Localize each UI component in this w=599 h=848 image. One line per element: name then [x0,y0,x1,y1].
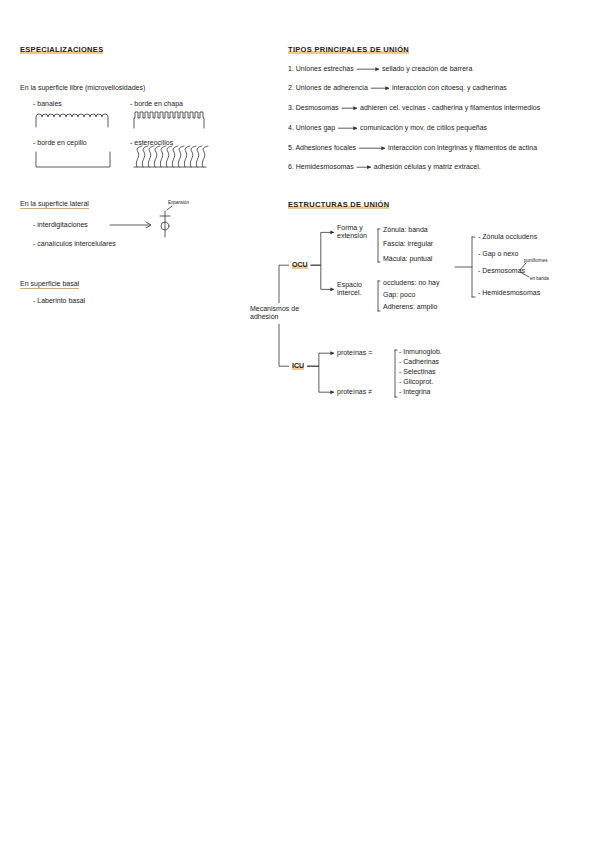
junction-type: 3. Desmosomas [288,104,339,112]
connector [307,353,334,366]
item-text: - Laberinto basal [33,297,85,305]
section-heading: ESPECIALIZACIONES [20,45,103,54]
item-text: Gap: poco [383,291,415,299]
junction-function: sellado y creación de barrera [382,65,472,73]
node-text: 4. Uniones gap [288,124,335,132]
junction-function: interacción con citoesq. y cadherinas [392,84,507,92]
section-note: En la superficie lateral [20,200,89,209]
item-text: - Integrina [399,388,431,396]
node-text: Forma y extensión [337,224,377,241]
item-text: - borde en cepillo [33,139,87,147]
brush-border-drawing [36,152,110,167]
connector [279,324,289,366]
annotation: en banda [530,276,549,281]
node-text: adhieren cel. vecinas - cadherina y fila… [360,104,540,112]
interdigitation-symbol [160,211,170,237]
item-text: Adherens: amplio [383,303,437,311]
microvilli-drawing [36,114,108,127]
interdigitation-symbol [161,222,169,230]
item-text: Zónula: banda [383,226,428,234]
node-text: Mecanismos de adhesión [250,305,308,322]
node-text: 1. Uniones estrechas [288,65,354,73]
node-text: interacción con integrinas y filamentos … [388,144,537,152]
node-text: Espacio intercel. [337,281,377,298]
junction-type: 6. Hemidesmosomas [288,163,354,171]
item-text: - borde en chapa [130,100,183,108]
junction-function: interacción con integrinas y filamentos … [388,144,537,152]
annotation: puntiformes [524,258,548,263]
connector [311,265,334,289]
item-text: occludens: no hay [383,279,439,287]
item-text: - Zónula occludens [478,233,537,241]
item-text: - Glicoprot. [399,378,433,386]
node-text: sellado y creación de barrera [382,65,472,73]
connector [279,265,289,303]
node-text: ICU [292,362,304,370]
node-text: adhesión células y matriz extracel. [374,163,481,171]
item-text: - Desmosomas [478,267,525,275]
junction-function: adhieren cel. vecinas - cadherina y fila… [360,104,540,112]
node-text: OCU [292,261,308,269]
arrow-line [110,225,150,226]
node-text: interacción con citoesq. y cadherinas [392,84,507,92]
annotation: Expansión [168,200,189,205]
connector [307,366,334,392]
item-text: - interdigitaciones [33,221,88,229]
junction-function: comunicación y mov. de cítilos pequeñas [360,124,487,132]
tree-node: OCU [292,261,308,269]
junction-function: adhesión células y matriz extracel. [374,163,481,171]
junction-type: 4. Uniones gap [288,124,335,132]
connector [357,167,371,168]
item-text: - Inmunoglob. [399,348,442,356]
item-text: - Gap o nexo [478,250,518,258]
node-text: 6. Hemidesmosomas [288,163,354,171]
node-text: 3. Desmosomas [288,104,339,112]
bracket [455,237,475,297]
tree-node: ICU [292,362,304,370]
connector [371,88,389,89]
connector [357,69,379,70]
section-heading: TIPOS PRINCIPALES DE UNIÓN [288,45,409,54]
tree-node: Mecanismos de adhesión [250,305,308,322]
item-text: - estereocilios [130,139,173,147]
section-heading: ESTRUCTURAS DE UNIÓN [288,200,389,209]
junction-type: 1. Uniones estrechas [288,65,354,73]
tree-node: Espacio intercel. [337,281,377,298]
node-text: proteínas = [337,349,372,357]
leader-line [167,206,172,210]
bracket [378,229,380,262]
node-text: proteínas ≠ [337,388,372,396]
item-text: Mácula: puntual [383,255,432,263]
node-text: comunicación y mov. de cítilos pequeñas [360,124,487,132]
tree-node: proteínas ≠ [337,388,372,396]
item-text: - canalículos intercelulares [33,240,116,248]
node-text: 2. Uniones de adherencia [288,84,368,92]
bracket [378,281,380,311]
junction-type: 2. Uniones de adherencia [288,84,368,92]
connector [359,148,385,149]
stereocilia-drawing [134,146,208,167]
bracket [395,350,397,397]
item-text: - Selectinas [399,368,436,376]
item-text: - Cadherinas [399,358,439,366]
item-text: Fascia: irregular [383,240,433,248]
node-text: 5. Adhesiones focales [288,144,356,152]
section-note: En la superficie libre (microvellosidade… [20,84,145,92]
connector [338,128,357,129]
junction-type: 5. Adhesiones focales [288,144,356,152]
tree-node: Forma y extensión [337,224,377,241]
connector [342,108,357,109]
arrow-head [146,222,151,228]
item-text: - Hemidesmosomas [478,289,540,297]
section-note: En superficie basal [20,280,79,289]
brush-plate-drawing [134,112,204,128]
item-text: - banales [33,100,62,108]
connector [311,232,334,265]
tree-node: proteínas = [337,349,372,357]
